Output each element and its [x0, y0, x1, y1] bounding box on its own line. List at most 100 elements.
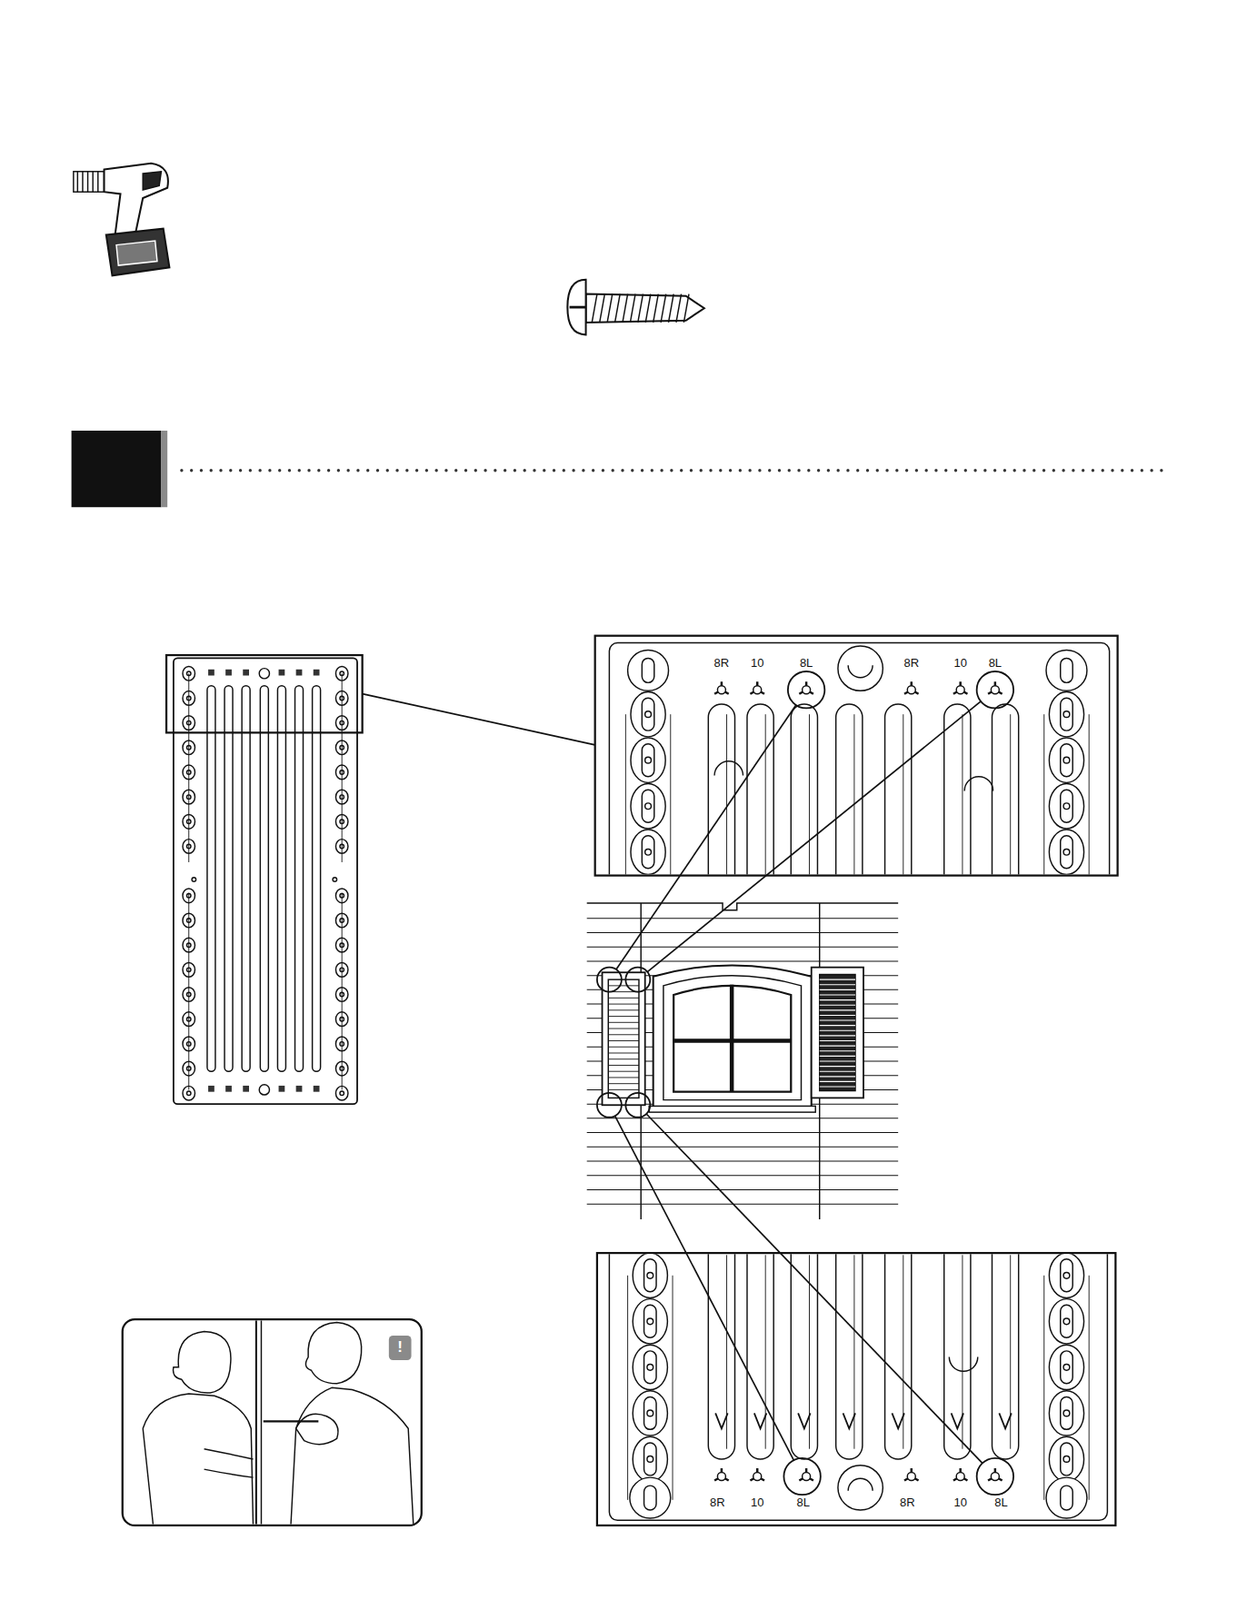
screw-head [567, 279, 586, 336]
shutter-slat [608, 1058, 639, 1060]
person-left-body [142, 1394, 253, 1526]
panel-mark [313, 1086, 320, 1093]
panel-mark [242, 1086, 250, 1093]
rule-dot [513, 468, 517, 472]
shutter-slat [608, 985, 639, 987]
slat-clip [843, 1413, 856, 1429]
rule-dot [924, 468, 928, 472]
rule-dot [179, 468, 183, 472]
rule-dot [817, 468, 820, 472]
chain-pin [1063, 711, 1070, 719]
rule-dot [571, 468, 575, 472]
slat-inner [726, 1255, 728, 1449]
rule-dot [562, 468, 566, 472]
chain-link [630, 784, 666, 829]
shutter-right-inner [819, 975, 856, 1092]
detail-circle [977, 1458, 1014, 1496]
chuck-ridge [81, 171, 83, 192]
chain-slot [1060, 698, 1073, 731]
person-right-body [290, 1387, 414, 1525]
rule-dot [288, 468, 291, 472]
panel-chain [188, 673, 190, 863]
chain-link [1048, 1436, 1084, 1482]
chain-link [630, 829, 666, 875]
drill-grip [142, 171, 161, 190]
shutter-slat [819, 1086, 856, 1088]
rule-dot [856, 468, 859, 472]
slat [836, 1254, 863, 1460]
rule-dot [758, 468, 761, 472]
shutter-slat [819, 994, 856, 996]
shutter-slat [819, 1040, 856, 1042]
rule-dot [454, 468, 458, 472]
shutter-slat [819, 1066, 856, 1068]
rule-dot [905, 468, 908, 472]
panel-mark [313, 669, 320, 677]
panel-slat [241, 686, 250, 1072]
rule-dot [1061, 468, 1065, 472]
chain-slot [644, 1305, 657, 1338]
rule-dot [807, 468, 810, 472]
rule-dot [395, 468, 399, 472]
rule-dot [669, 468, 673, 472]
corner-hole-slot [1060, 1486, 1073, 1511]
slat [708, 1254, 735, 1460]
clip-symbol [904, 1468, 919, 1481]
chain-link [632, 1391, 668, 1437]
chain-link [1048, 738, 1084, 783]
slat [836, 704, 863, 876]
siding-line [587, 932, 898, 934]
chain-link [632, 1345, 668, 1390]
rule-dot [768, 468, 771, 472]
chain-pin [1063, 1456, 1070, 1464]
chain-slot [1060, 1351, 1073, 1385]
rule-dot [1120, 468, 1124, 472]
rule-dot [708, 468, 712, 472]
panel-chain [188, 893, 190, 1091]
clip-size-label: 8L [987, 657, 1003, 670]
rule-dot [1130, 468, 1134, 472]
panel-mark [279, 1086, 286, 1093]
step-box-shadow [160, 430, 168, 508]
rule-dot [209, 468, 213, 472]
chain-link [630, 738, 666, 783]
rule-dot [317, 468, 320, 472]
detail-circle [597, 1093, 622, 1118]
panel-slat [259, 686, 269, 1072]
chain-pin [645, 757, 652, 764]
wall-edge [255, 1320, 258, 1526]
rule-dot [239, 468, 242, 472]
panel-hole-center [339, 1091, 344, 1096]
center-hole [837, 646, 883, 691]
shutter-left-inner [608, 979, 639, 1098]
rule-dot [258, 468, 261, 472]
rule-dot [866, 468, 869, 472]
rule-dot [523, 468, 527, 472]
chuck-ridge [77, 171, 79, 192]
panel-mark [296, 1086, 303, 1093]
shutter-slat [608, 1016, 639, 1018]
shutter-slat [608, 1009, 639, 1011]
panel-dot [332, 877, 337, 882]
screw-thread [615, 294, 621, 323]
rule-dot [601, 468, 605, 472]
chain-pin [1063, 803, 1070, 810]
chain-link [1048, 784, 1084, 829]
chain-pin [1063, 1318, 1070, 1326]
rule-dot [268, 468, 271, 472]
rule-dot [846, 468, 849, 472]
clip-size-label: 8R [708, 1496, 727, 1510]
drill-icon [73, 163, 170, 277]
rule-dot [464, 468, 468, 472]
shutter-slat [608, 997, 639, 999]
shutter-slat [608, 1034, 639, 1036]
rule-dot [425, 468, 429, 472]
rule-dot [386, 468, 390, 472]
clip-size-label: 10 [749, 1496, 765, 1510]
panel-center-hole [259, 1085, 270, 1096]
shutter-slat [819, 979, 856, 981]
rule-dot [1101, 468, 1105, 472]
zoom-top [608, 643, 1109, 876]
slat [885, 1254, 912, 1460]
shutter-slat [608, 1089, 639, 1091]
